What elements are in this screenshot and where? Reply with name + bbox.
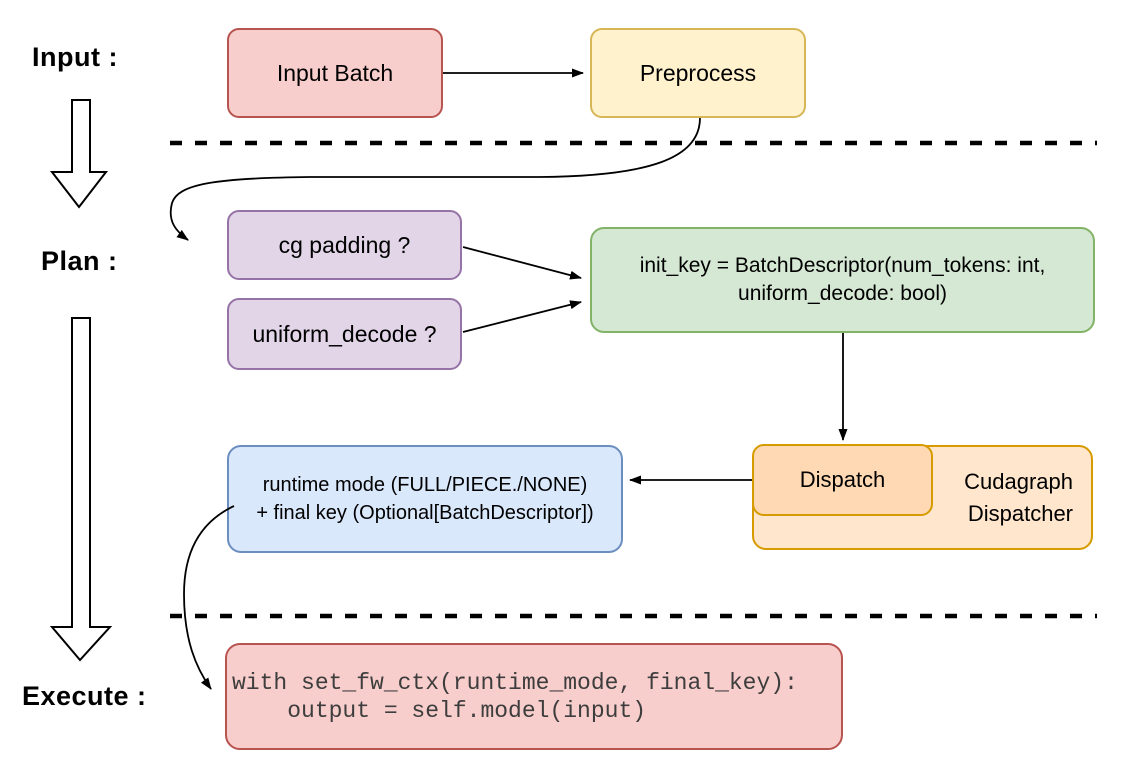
node-execute-code: with set_fw_ctx(runtime_mode, final_key)… <box>225 643 843 750</box>
node-init-key-line1: init_key = BatchDescriptor(num_tokens: i… <box>639 254 1046 277</box>
edge-uniformdecode-initkey <box>462 300 582 333</box>
node-preprocess-label: Preprocess <box>639 60 757 86</box>
node-runtime-mode: runtime mode (FULL/PIECE./NONE) + final … <box>227 445 623 553</box>
node-dispatch-label: Dispatch <box>799 467 886 492</box>
node-cudagraph-line2: Dispatcher <box>967 500 1073 526</box>
stage-label-input: Input : <box>32 42 118 72</box>
node-cg-padding: cg padding ? <box>227 210 462 280</box>
node-execute-code-line2: output = self.model(input) <box>232 697 647 724</box>
node-init-key: init_key = BatchDescriptor(num_tokens: i… <box>590 227 1095 333</box>
stage-label-plan: Plan : <box>41 246 118 276</box>
node-preprocess: Preprocess <box>590 28 806 118</box>
node-cudagraph-line1: Cudagraph <box>964 468 1073 494</box>
hollow-arrow-plan-to-execute <box>49 317 113 662</box>
node-uniform-decode-label: uniform_decode ? <box>252 321 437 347</box>
node-uniform-decode: uniform_decode ? <box>227 298 462 370</box>
node-input-batch-label: Input Batch <box>276 60 394 86</box>
node-execute-code-line1: with set_fw_ctx(runtime_mode, final_key)… <box>232 669 798 696</box>
hollow-arrow-input-to-plan <box>49 99 109 209</box>
node-dispatch: Dispatch <box>752 444 933 516</box>
node-cg-padding-label: cg padding ? <box>278 232 411 258</box>
node-init-key-line2: uniform_decode: bool) <box>738 282 947 305</box>
stage-label-execute: Execute : <box>22 681 147 711</box>
edge-cgpadding-initkey <box>462 246 582 280</box>
node-runtime-mode-line1: runtime mode (FULL/PIECE./NONE) <box>262 474 588 496</box>
node-runtime-mode-line2: + final key (Optional[BatchDescriptor]) <box>256 502 594 524</box>
node-input-batch: Input Batch <box>227 28 443 118</box>
